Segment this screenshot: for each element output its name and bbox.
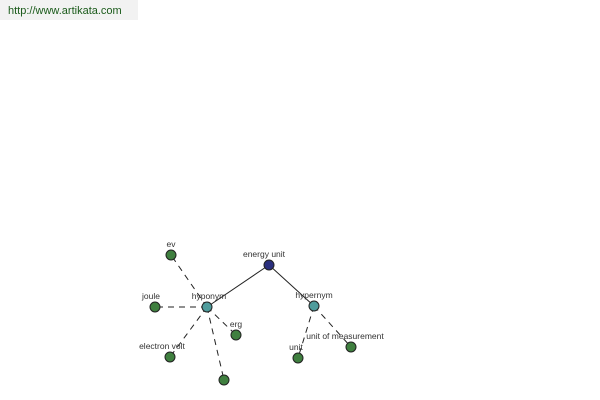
node-hyponym[interactable]	[201, 301, 213, 313]
edge-energy-unit-hypernym	[268, 264, 315, 307]
label-erg: erg	[230, 319, 243, 329]
label-electron-volt: electron volt	[139, 341, 185, 351]
edge-hyponym-unlabeled	[206, 306, 225, 381]
edge-hypernym-unit	[297, 305, 315, 359]
edge-hypernym-unit-of-measurement	[313, 305, 352, 348]
node-unit[interactable]	[292, 352, 304, 364]
node-unit-of-measurement[interactable]	[345, 341, 357, 353]
site-link[interactable]: http://www.artikata.com	[0, 0, 138, 20]
node-erg[interactable]	[230, 329, 242, 341]
label-unit-of-measurement: unit of measurement	[306, 331, 384, 341]
label-energy-unit: energy unit	[243, 249, 286, 259]
node-joule[interactable]	[149, 301, 161, 313]
label-hypernym: hypernym	[295, 290, 332, 300]
label-ev: ev	[167, 239, 177, 249]
hyponym-edges	[155, 254, 237, 381]
node-energy-unit[interactable]	[263, 259, 275, 271]
label-unit: unit	[289, 342, 303, 352]
label-joule: joule	[141, 291, 160, 301]
edge-hyponym-erg	[206, 306, 237, 336]
hypernym-edges	[297, 305, 352, 359]
node-ev[interactable]	[165, 249, 177, 261]
edge-energy-unit-hyponym	[206, 264, 270, 308]
node-hypernym[interactable]	[308, 300, 320, 312]
node-electron-volt[interactable]	[164, 351, 176, 363]
node-unlabeled[interactable]	[218, 374, 230, 386]
label-hyponym: hyponym	[192, 291, 227, 301]
